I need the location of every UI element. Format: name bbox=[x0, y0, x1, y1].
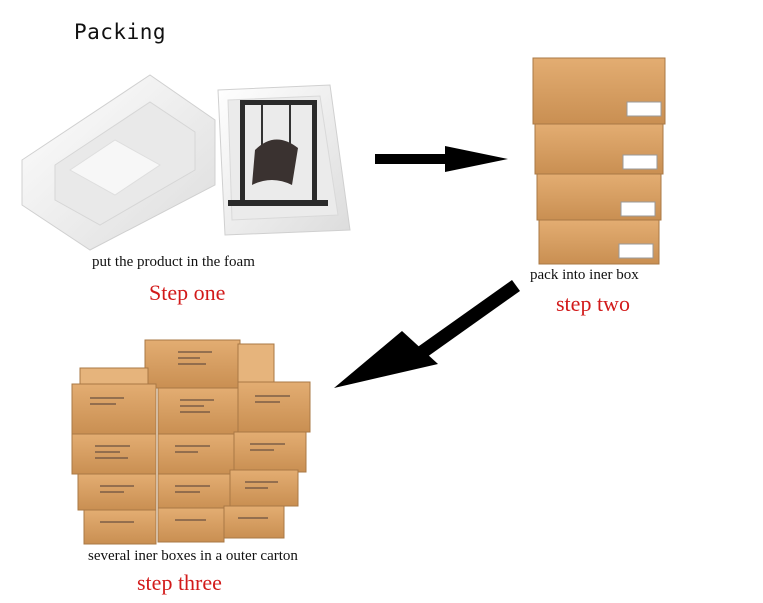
carton-label-marks bbox=[90, 351, 290, 523]
inner-box-stack bbox=[532, 57, 666, 265]
step-one-caption: put the product in the foam bbox=[92, 254, 255, 270]
outer-carton-pallet bbox=[71, 339, 311, 545]
foam-tray-empty bbox=[21, 74, 216, 251]
arrow-down-left-icon bbox=[334, 280, 520, 388]
step-one-label: Step one bbox=[149, 280, 226, 305]
step-two-caption: pack into iner box bbox=[530, 267, 639, 283]
arrow-right-icon bbox=[375, 146, 508, 172]
step-three-label: step three bbox=[137, 570, 222, 595]
step-two-label: step two bbox=[556, 291, 630, 316]
foam-tray-with-product bbox=[217, 84, 351, 236]
page-title: Packing bbox=[74, 20, 167, 44]
step-three-caption: several iner boxes in a outer carton bbox=[88, 548, 298, 564]
